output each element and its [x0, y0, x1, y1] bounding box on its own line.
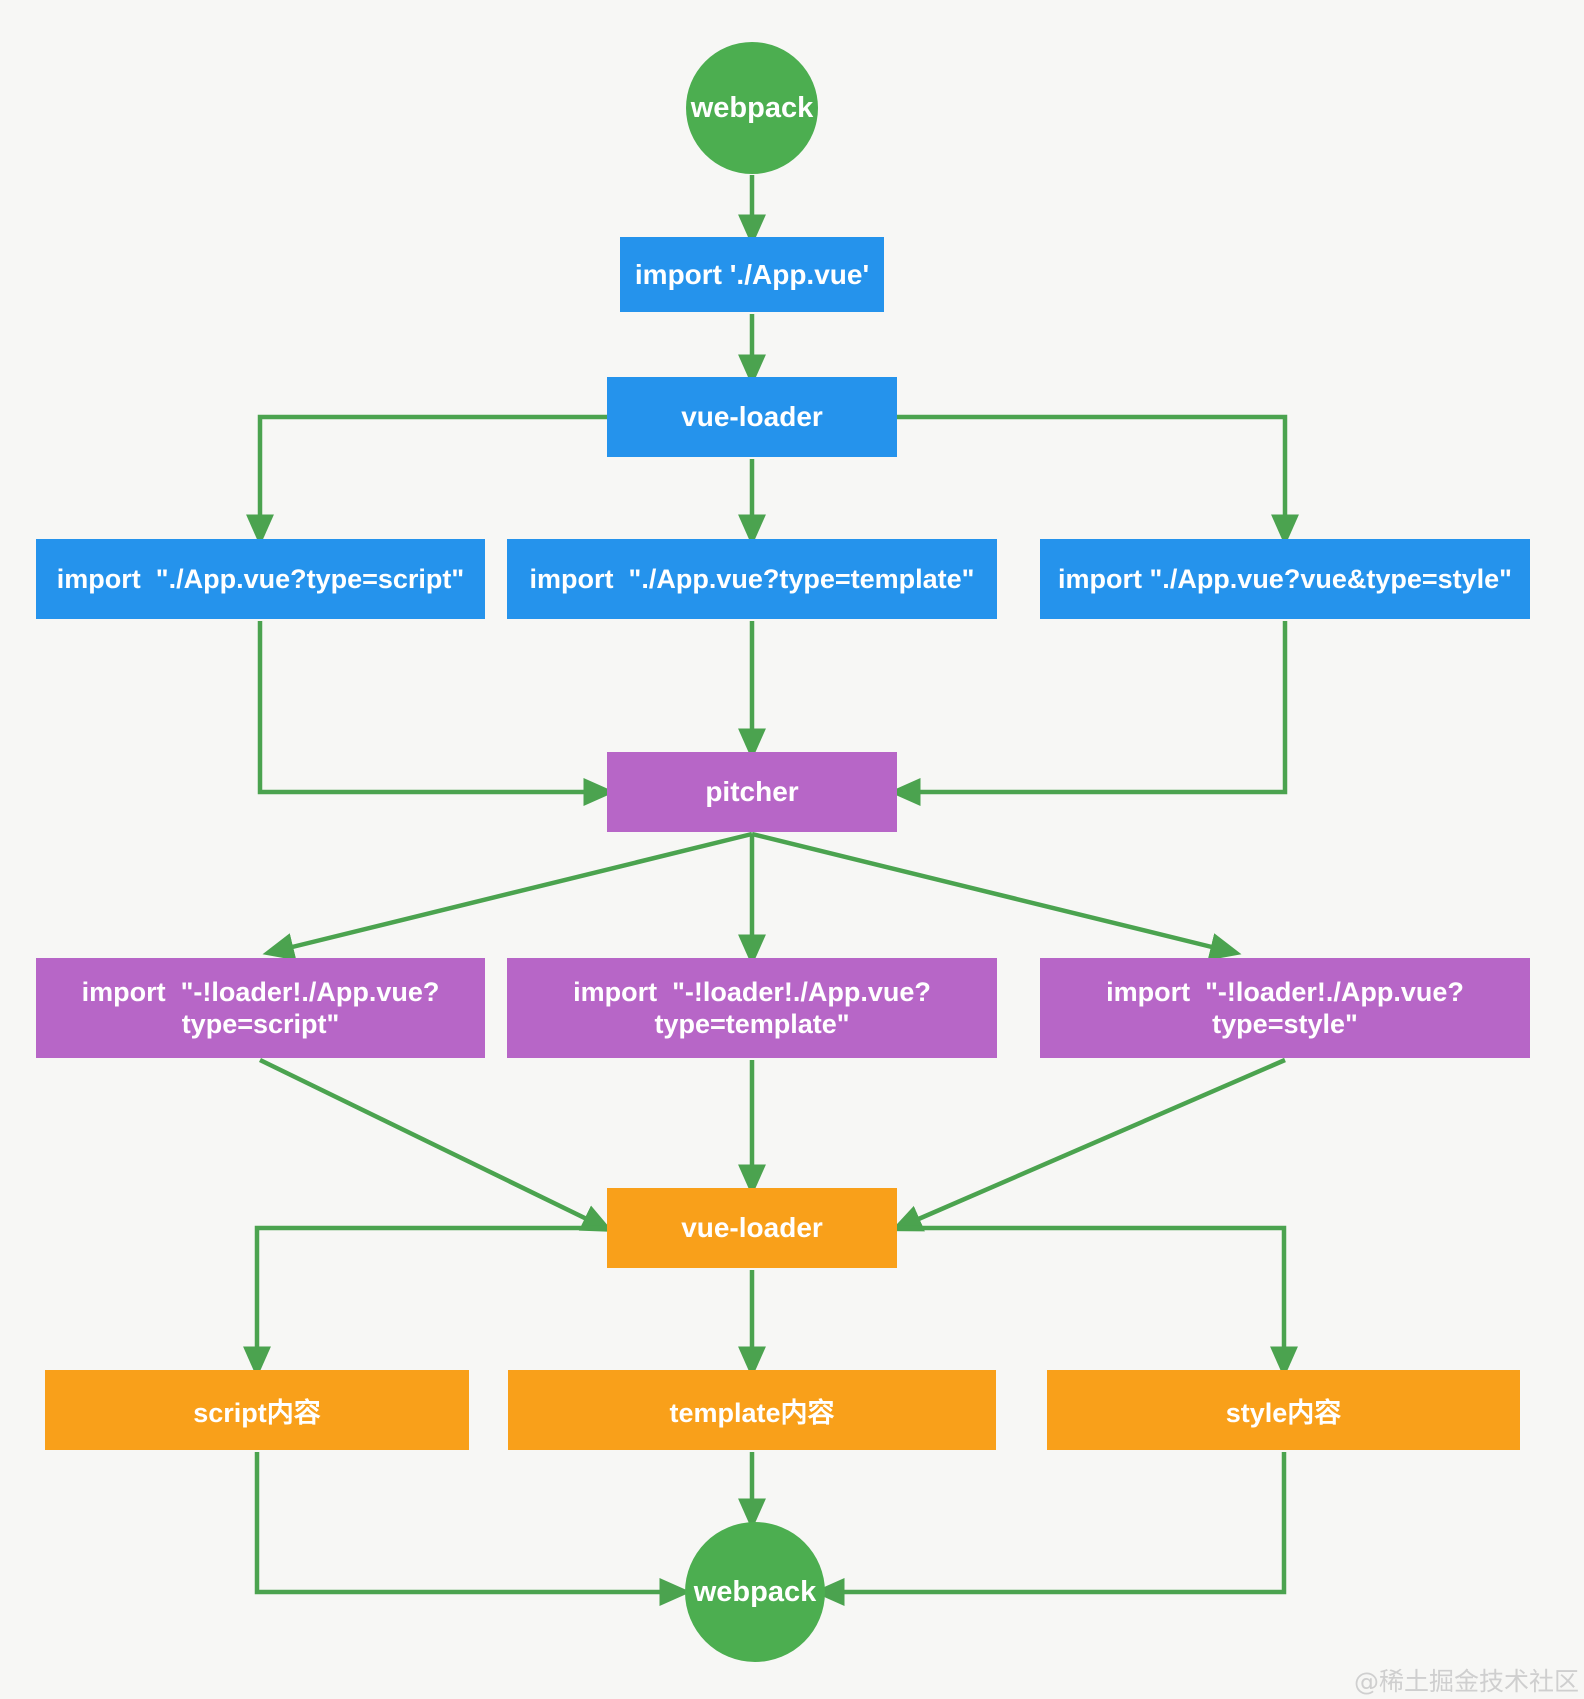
- style-content-node: style内容: [1047, 1370, 1520, 1450]
- pitcher-node: pitcher: [607, 752, 897, 832]
- webpack-bottom-node: webpack: [685, 1522, 825, 1662]
- pitcher-import-style-line2: type=style": [1212, 1009, 1358, 1039]
- webpack-top-node: webpack: [686, 42, 818, 174]
- webpack-bottom-label: webpack: [693, 1575, 817, 1608]
- script-content-node: script内容: [45, 1370, 469, 1450]
- import-vue-type-style-node: import "./App.vue?vue&type=style": [1040, 539, 1530, 619]
- template-content-label: template内容: [669, 1397, 835, 1428]
- vue-loader-blue-label: vue-loader: [681, 401, 823, 432]
- script-content-label: script内容: [193, 1397, 321, 1428]
- pitcher-import-style-line1: import "-!loader!./App.vue?: [1106, 977, 1464, 1007]
- pitcher-import-script-line1: import "-!loader!./App.vue?: [81, 977, 440, 1007]
- pitcher-import-script-node: import "-!loader!./App.vue? type=script": [36, 958, 485, 1058]
- import-type-template-label: import "./App.vue?type=template": [529, 563, 975, 594]
- import-type-script-node: import "./App.vue?type=script": [36, 539, 485, 619]
- vue-loader-blue-node: vue-loader: [607, 377, 897, 457]
- import-type-script-label: import "./App.vue?type=script": [56, 563, 465, 594]
- webpack-top-label: webpack: [690, 91, 814, 124]
- import-app-vue-label: import './App.vue': [634, 258, 870, 290]
- import-app-vue-node: import './App.vue': [620, 237, 884, 312]
- import-vue-type-style-label: import "./App.vue?vue&type=style": [1058, 563, 1512, 594]
- template-content-node: template内容: [508, 1370, 996, 1450]
- pitcher-import-template-line1: import "-!loader!./App.vue?: [573, 977, 931, 1007]
- vue-loader-orange-node: vue-loader: [607, 1188, 897, 1268]
- pitcher-import-template-node: import "-!loader!./App.vue? type=templat…: [507, 958, 997, 1058]
- watermark: @稀土掘金技术社区: [1353, 1667, 1579, 1696]
- pitcher-label: pitcher: [705, 776, 799, 807]
- import-type-template-node: import "./App.vue?type=template": [507, 539, 997, 619]
- pitcher-import-style-node: import "-!loader!./App.vue? type=style": [1040, 958, 1530, 1058]
- pitcher-import-template-line2: type=template": [654, 1009, 850, 1039]
- pitcher-import-script-line2: type=script": [181, 1009, 340, 1039]
- style-content-label: style内容: [1225, 1397, 1342, 1428]
- vue-loader-orange-label: vue-loader: [681, 1212, 823, 1243]
